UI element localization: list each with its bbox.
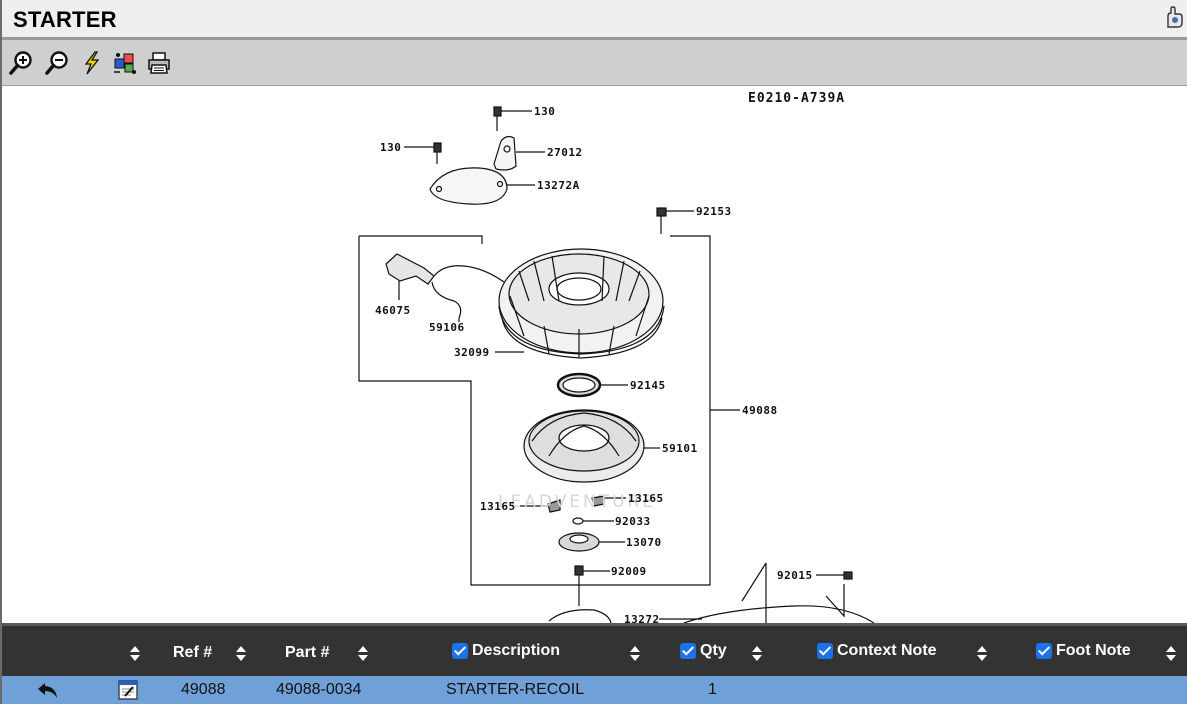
callout-92009[interactable]: 92009 <box>611 565 647 578</box>
callout-13272[interactable]: 13272 <box>624 613 660 623</box>
row-ref: 49088 <box>181 681 226 698</box>
callout-59101[interactable]: 59101 <box>662 442 698 455</box>
callout-13165-right[interactable]: 13165 <box>628 492 664 505</box>
column-ref[interactable]: Ref # <box>173 644 213 661</box>
column-context-note[interactable]: Context Note <box>817 642 937 660</box>
watermark: LEADVENTURE <box>498 492 656 512</box>
zoom-out-button[interactable] <box>43 49 71 77</box>
parts-diagram[interactable]: E0210-A739A LEADVENTURE 130 130 27012 13… <box>4 86 1187 623</box>
callout-49088[interactable]: 49088 <box>742 404 778 417</box>
foot-note-checkbox[interactable] <box>1036 643 1052 659</box>
callout-92015[interactable]: 92015 <box>777 569 813 582</box>
callout-59106[interactable]: 59106 <box>429 321 465 334</box>
lightning-icon <box>84 51 100 75</box>
lightning-button[interactable] <box>78 49 106 77</box>
row-part-number[interactable]: 49088-0034 <box>276 681 362 698</box>
hotspots-button[interactable] <box>111 49 139 77</box>
parts-table-header: Ref # Part # Description Qty Context Not… <box>2 623 1187 676</box>
info-hand-icon[interactable] <box>1163 5 1185 29</box>
row-qty: 1 <box>708 681 717 698</box>
print-button[interactable] <box>145 49 173 77</box>
callout-46075[interactable]: 46075 <box>375 304 411 317</box>
callout-27012[interactable]: 27012 <box>547 146 583 159</box>
callout-92145[interactable]: 92145 <box>630 379 666 392</box>
callout-130-top[interactable]: 130 <box>534 105 555 118</box>
description-checkbox[interactable] <box>452 643 468 659</box>
title-bar: STARTER <box>2 0 1187 40</box>
table-row[interactable]: 49088 49088-0034 STARTER-RECOIL 1 <box>2 676 1187 704</box>
callout-13070[interactable]: 13070 <box>626 536 662 549</box>
row-description: STARTER-RECOIL <box>446 681 585 698</box>
column-foot-note[interactable]: Foot Note <box>1036 642 1131 660</box>
zoom-out-icon <box>45 51 68 75</box>
callout-32099[interactable]: 32099 <box>454 346 490 359</box>
sort-icon[interactable] <box>358 646 368 662</box>
diagram-code: E0210-A739A <box>748 91 845 106</box>
callout-130-left[interactable]: 130 <box>380 141 401 154</box>
callout-13165-left[interactable]: 13165 <box>480 500 516 513</box>
zoom-in-button[interactable] <box>7 49 35 77</box>
sort-icon[interactable] <box>752 646 762 662</box>
column-description[interactable]: Description <box>452 642 560 660</box>
context-note-checkbox[interactable] <box>817 643 833 659</box>
column-part[interactable]: Part # <box>285 644 330 661</box>
sort-icon[interactable] <box>130 646 140 662</box>
sort-icon[interactable] <box>630 646 640 662</box>
callout-92153[interactable]: 92153 <box>696 205 732 218</box>
page-title: STARTER <box>13 7 117 32</box>
sort-icon[interactable] <box>236 646 246 662</box>
qty-checkbox[interactable] <box>680 643 696 659</box>
sort-icon[interactable] <box>1166 646 1176 662</box>
column-qty[interactable]: Qty <box>680 642 727 660</box>
callout-92033[interactable]: 92033 <box>615 515 651 528</box>
notepad-icon[interactable] <box>117 679 139 706</box>
sort-icon[interactable] <box>977 646 987 662</box>
hotspot-icon <box>114 53 136 74</box>
callout-13272A[interactable]: 13272A <box>537 179 580 192</box>
toolbar <box>2 40 1187 86</box>
back-arrow-icon[interactable] <box>35 680 61 705</box>
zoom-in-icon <box>9 51 32 75</box>
printer-icon <box>148 52 170 74</box>
